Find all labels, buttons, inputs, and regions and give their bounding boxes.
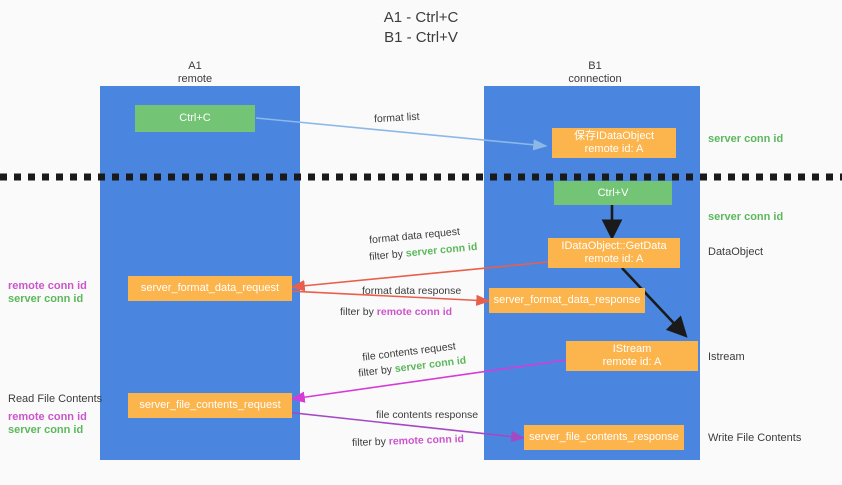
caption-fcres-filter-value: remote conn id bbox=[388, 433, 465, 448]
box-server-file-contents-request[interactable]: server_file_contents_request bbox=[128, 393, 292, 418]
box-getdata-line1: IDataObject::GetData bbox=[561, 240, 667, 252]
box-idataobject-getdata[interactable]: IDataObject::GetData remote id: A bbox=[548, 238, 680, 268]
lane-b1-sub: connection bbox=[568, 73, 622, 85]
caption-file-contents-response: file contents response bbox=[376, 409, 479, 421]
label-server-conn-id-top: server conn id bbox=[708, 133, 784, 145]
box-save-idataobject-line2: remote id: A bbox=[584, 143, 644, 155]
box-istream-line2: remote id: A bbox=[602, 356, 662, 368]
caption-fcreq-filter-prefix: filter by bbox=[357, 363, 396, 380]
box-save-idataobject-line1: 保存IDataObject bbox=[573, 130, 655, 142]
page-title: A1 - Ctrl+C B1 - Ctrl+V bbox=[0, 8, 842, 48]
label-server-conn-id-mid: server conn id bbox=[708, 211, 784, 223]
label-istream: Istream bbox=[708, 351, 745, 363]
label-server-conn-id-1: server conn id bbox=[8, 293, 84, 305]
lane-b1-name: B1 bbox=[588, 60, 602, 72]
label-dataobject: DataObject bbox=[708, 246, 764, 258]
title-line-2: B1 - Ctrl+V bbox=[384, 29, 458, 46]
lane-header-b1: B1 connection bbox=[540, 60, 650, 86]
caption-fcres-filter-prefix: filter by bbox=[351, 435, 389, 449]
label-remote-conn-id-1: remote conn id bbox=[8, 280, 87, 292]
lane-a1-sub: remote bbox=[177, 73, 213, 85]
box-istream[interactable]: IStream remote id: A bbox=[566, 341, 698, 371]
caption-fdreq-filter-value: server conn id bbox=[405, 240, 478, 260]
caption-format-data-response: format data response bbox=[362, 285, 462, 297]
title-line-1: A1 - Ctrl+C bbox=[383, 9, 459, 26]
box-istream-line1: IStream bbox=[612, 343, 652, 355]
box-getdata-line2: remote id: A bbox=[584, 253, 644, 265]
caption-file-contents-response-filter: filter by remote conn id bbox=[352, 432, 464, 450]
box-server-format-data-request[interactable]: server_format_data_request bbox=[128, 276, 292, 301]
caption-fdres-filter-prefix: filter by bbox=[340, 306, 377, 318]
box-ctrl-c[interactable]: Ctrl+C bbox=[135, 105, 255, 132]
box-server-file-contents-response[interactable]: server_file_contents_response bbox=[524, 425, 684, 450]
lane-a1-name: A1 bbox=[188, 60, 202, 72]
label-remote-conn-id-2: remote conn id bbox=[8, 411, 87, 423]
box-save-idataobject[interactable]: 保存IDataObject remote id: A bbox=[552, 128, 676, 158]
caption-format-list: format list bbox=[373, 110, 420, 126]
caption-fdres-filter-value: remote conn id bbox=[376, 306, 453, 318]
label-write-file-contents: Write File Contents bbox=[708, 432, 802, 444]
label-server-conn-id-2: server conn id bbox=[8, 424, 84, 436]
caption-format-data-response-filter: filter by remote conn id bbox=[340, 305, 452, 319]
label-read-file-contents: Read File Contents bbox=[8, 393, 103, 405]
box-server-format-data-response[interactable]: server_format_data_response bbox=[489, 288, 645, 313]
lane-header-a1: A1 remote bbox=[140, 60, 250, 86]
phase-divider bbox=[0, 168, 842, 181]
caption-fdreq-filter-prefix: filter by bbox=[368, 247, 407, 264]
box-ctrl-v[interactable]: Ctrl+V bbox=[554, 181, 672, 205]
